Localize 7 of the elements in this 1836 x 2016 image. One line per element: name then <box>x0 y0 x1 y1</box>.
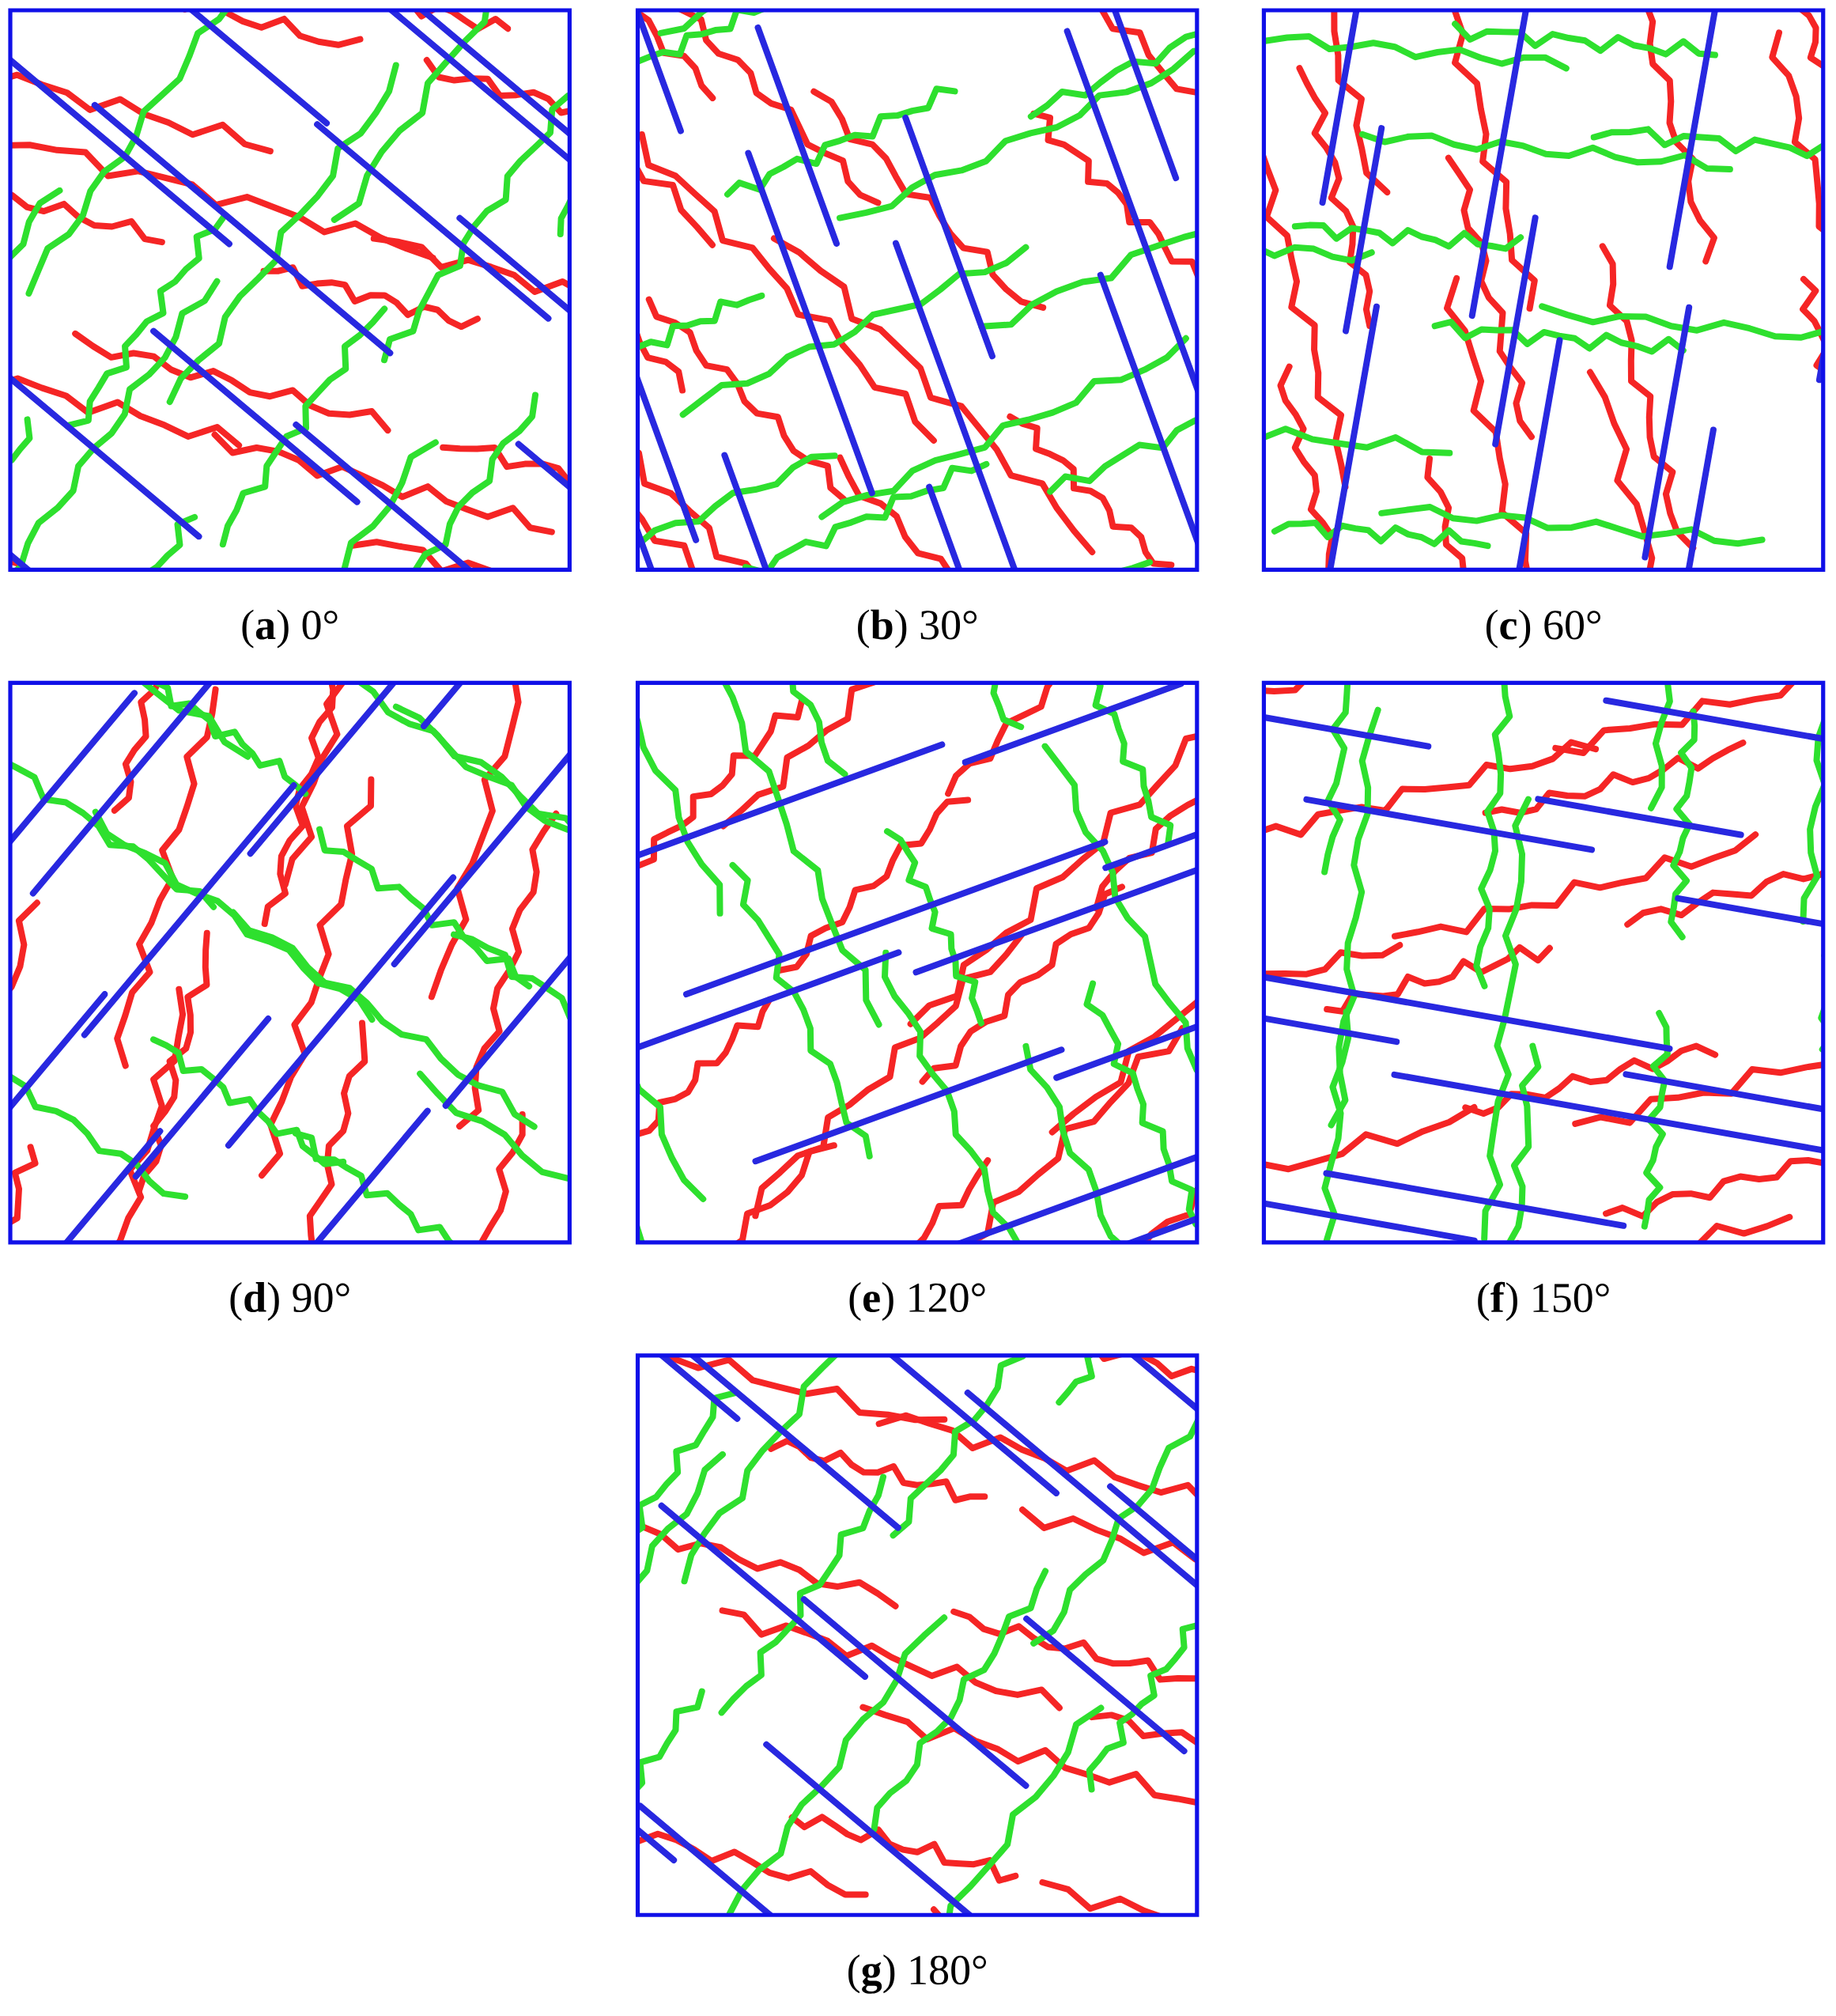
panel-caption: (c) 60° <box>1486 609 1600 649</box>
panel-caption: (a) 0° <box>242 609 338 649</box>
panel-caption: (d) 90° <box>230 1282 349 1322</box>
panel-caption: (f) 150° <box>1478 1281 1609 1322</box>
panel-caption: (b) 30° <box>858 609 977 649</box>
panel-caption: (e) 120° <box>849 1282 985 1322</box>
panel-caption: (g) 180° <box>848 1954 987 1994</box>
